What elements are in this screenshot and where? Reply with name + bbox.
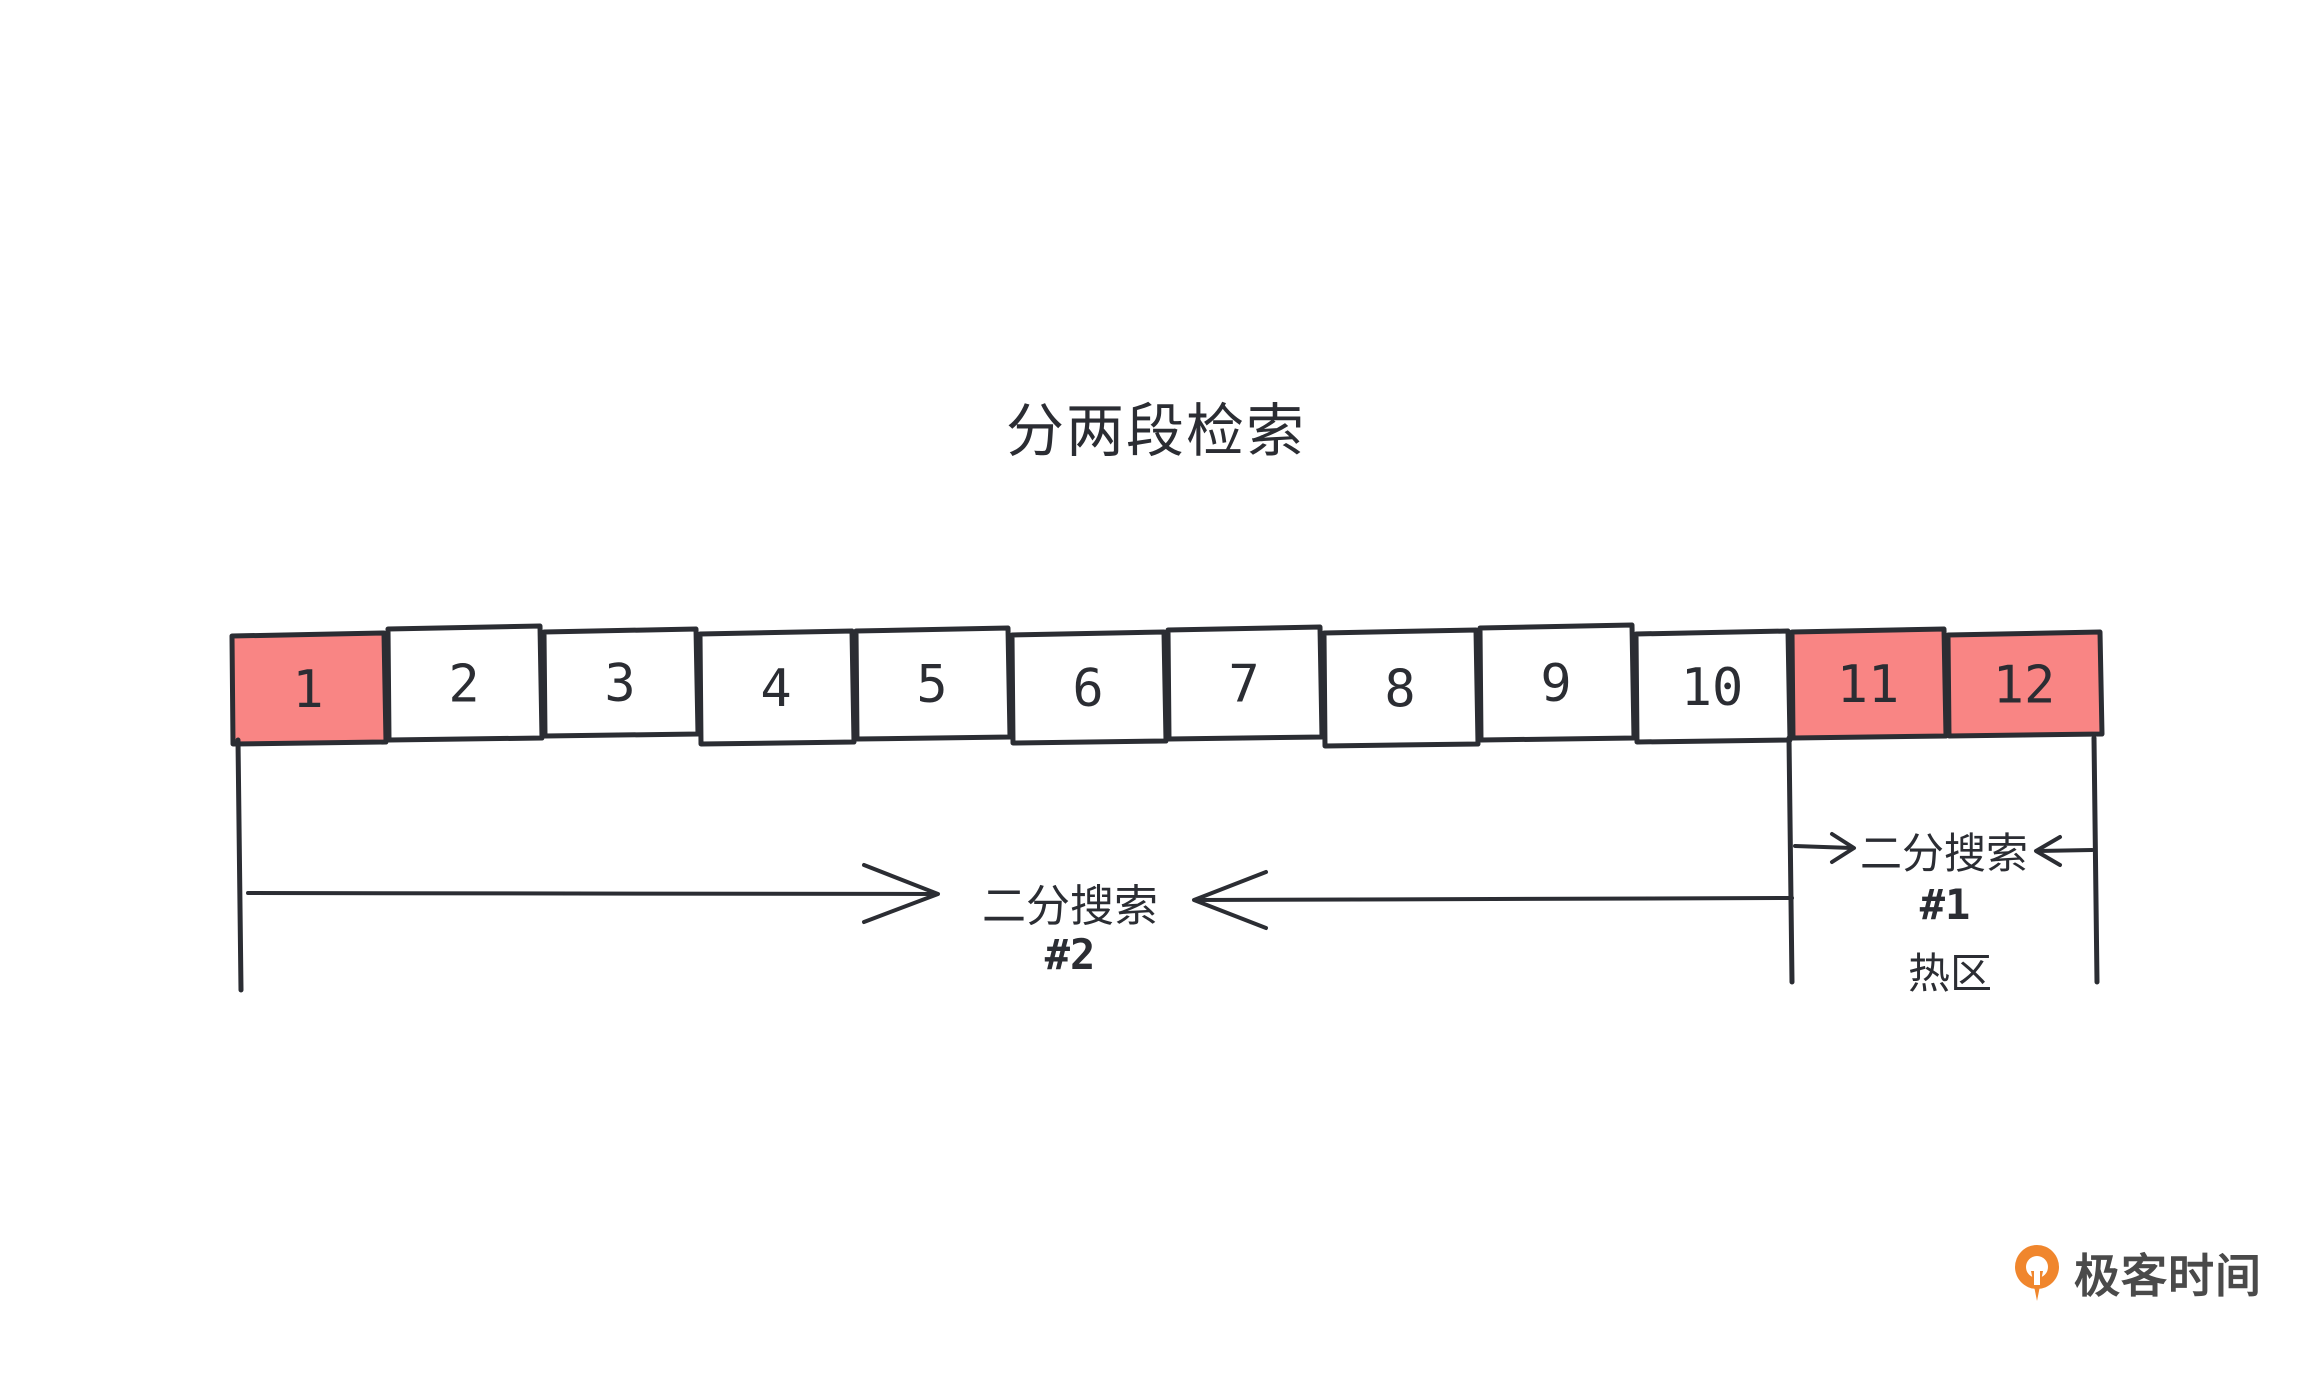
array-cell-label: 3	[604, 654, 635, 714]
hot-left-boundary-line	[1786, 735, 1795, 985]
array-cell-box	[1789, 626, 1949, 741]
right-boundary-line	[2091, 735, 2100, 985]
array-cell-label: 12	[1993, 656, 2056, 716]
search2-right-arrow	[246, 891, 937, 896]
search1-left-arrow	[2036, 848, 2094, 853]
array-cell-11: 11	[1789, 626, 1949, 741]
array-cell-box	[229, 630, 389, 747]
brand-logo: 极客时间	[2010, 1238, 2262, 1308]
array-cell-label: 2	[448, 655, 479, 715]
hot-zone-label: 热区	[1907, 949, 1992, 998]
brand-logo-text: 极客时间	[2074, 1249, 2262, 1303]
array-cell-4: 4	[697, 628, 857, 747]
array-cell-label: 8	[1384, 660, 1415, 720]
array-cell-box	[1009, 629, 1169, 746]
array-cell-2: 2	[385, 623, 545, 743]
array-cell-8: 8	[1321, 627, 1481, 749]
search2-right-arrowhead	[862, 863, 940, 924]
array-cell-box	[697, 628, 857, 747]
array-cell-label: 10	[1681, 658, 1744, 718]
left-boundary-line	[235, 737, 244, 993]
array-cell-label: 7	[1228, 655, 1259, 715]
array-cell-box	[385, 623, 545, 743]
array-cell-box	[1321, 627, 1481, 749]
search2-left-arrowhead	[1192, 870, 1268, 930]
array-cell-3: 3	[541, 626, 701, 739]
search1-right-arrow	[1793, 844, 1854, 850]
search1-left-arrowhead	[2034, 835, 2062, 867]
array-cell-label: 6	[1072, 659, 1103, 719]
array-cell-label: 4	[760, 659, 791, 719]
array-cell-1: 1	[229, 630, 389, 747]
search2-tag: #2	[1044, 930, 1096, 979]
array-cell-label: 5	[916, 655, 947, 715]
array-cell-box	[1477, 622, 1637, 743]
geektime-logo-icon	[2015, 1245, 2059, 1301]
search2-label: 二分搜索	[982, 881, 1158, 932]
array-cell-box	[541, 626, 701, 739]
array-cell-box	[1945, 629, 2105, 739]
diagram-title: 分两段检索	[1005, 397, 1306, 465]
search2-left-arrow	[1193, 896, 1794, 902]
array-cell-box	[853, 625, 1013, 742]
array-cell-6: 6	[1009, 629, 1169, 746]
array-cell-label: 9	[1540, 654, 1571, 714]
array-cell-5: 5	[853, 625, 1013, 742]
array-cell-10: 10	[1633, 628, 1793, 745]
array-cell-9: 9	[1477, 622, 1637, 743]
array-cell-label: 11	[1837, 655, 1900, 715]
array-cell-7: 7	[1165, 624, 1325, 742]
search1-tag: #1	[1919, 880, 1971, 929]
array-cell-box	[1165, 624, 1325, 742]
search1-right-arrowhead	[1830, 832, 1856, 864]
search1-label: 二分搜索	[1859, 829, 2028, 878]
array-cell-label: 1	[292, 660, 323, 720]
array-cell-12: 12	[1945, 629, 2105, 739]
